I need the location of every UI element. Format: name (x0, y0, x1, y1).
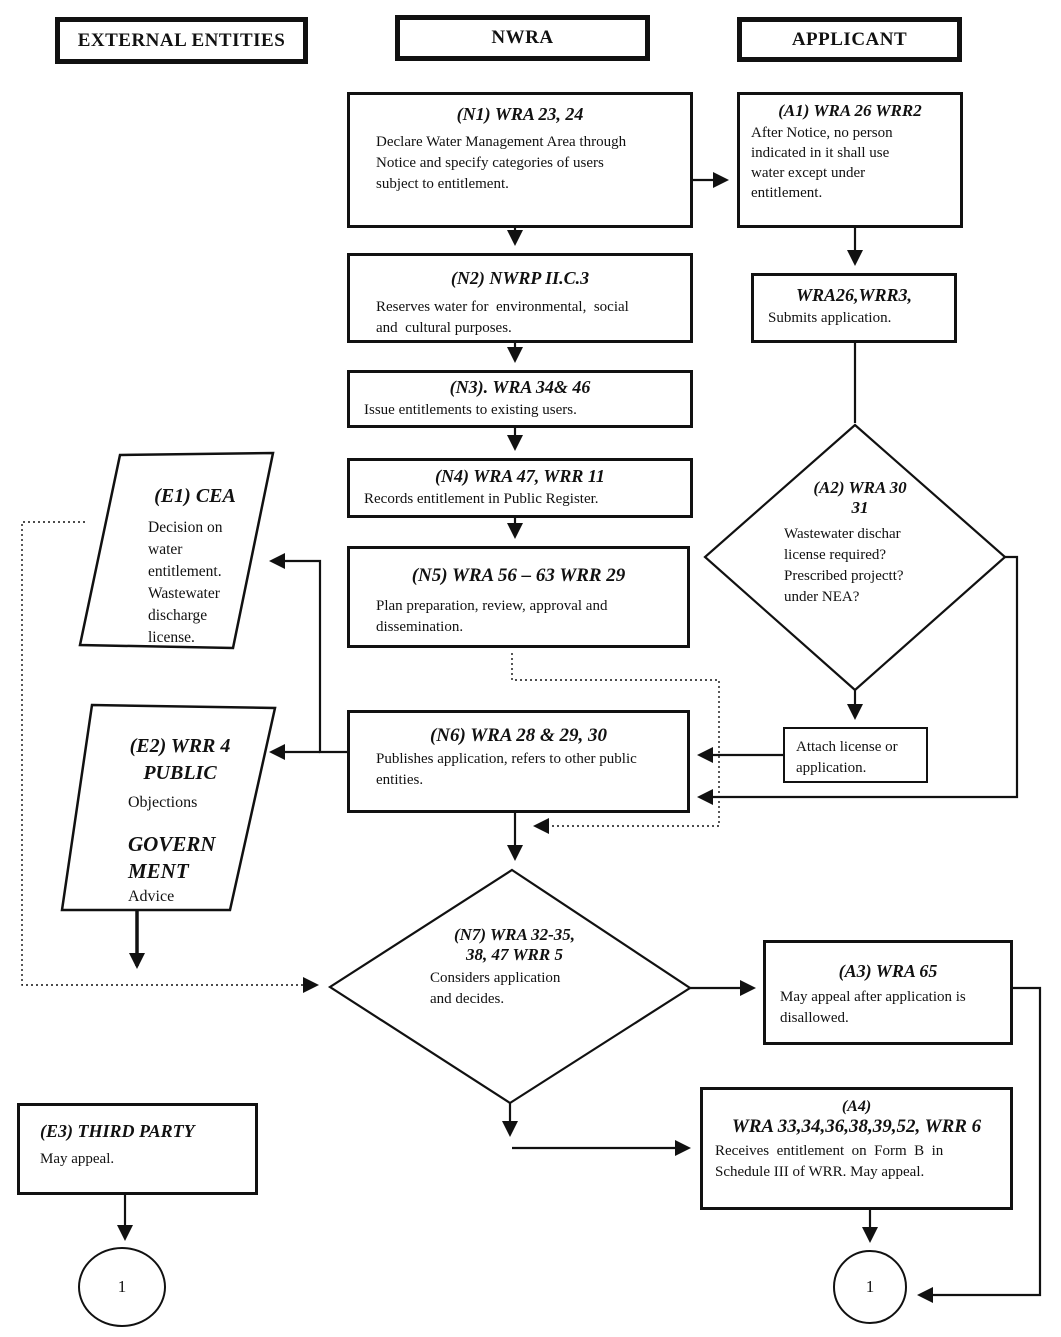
dotted-e1-to-n7 (21, 521, 319, 993)
node-a3: (A3) WRA 65 May appeal after application… (763, 940, 1013, 1045)
node-n4-body: Records entitlement in Public Register. (364, 490, 599, 507)
node-submit-application: WRA26,WRR3, Submits application. (751, 273, 957, 343)
solid-arrows (117, 172, 1042, 1303)
node-attach-body: Attach license or application. (796, 739, 898, 776)
off-page-connector-right: 1 (833, 1250, 907, 1324)
node-n2: (N2) NWRP II.C.3 Reserves water for envi… (347, 253, 693, 343)
shapes (60, 423, 1007, 1105)
node-a2-body: Wastewater dischar license required? Pre… (784, 526, 904, 606)
node-n6-body: Publishes application, refers to other p… (376, 750, 637, 788)
node-n7-body: Considers application and decides. (430, 970, 561, 1008)
node-a4: (A4) WRA 33,34,36,38,39,52, WRR 6 Receiv… (700, 1087, 1013, 1210)
node-a1-title: (A1) WRA 26 WRR2 (778, 101, 922, 120)
node-e2-public-government: (E2) WRR 4 PUBLIC Objections GOVERN MENT… (100, 733, 260, 909)
node-a1-body: After Notice, no person indicated in it … (751, 124, 893, 201)
node-n1: (N1) WRA 23, 24 Declare Water Management… (347, 92, 693, 228)
column-header-nwra: NWRA (395, 15, 650, 61)
off-page-connector-left: 1 (78, 1247, 166, 1327)
node-n7-title-line2: 38, 47 WRR 5 (466, 944, 563, 964)
node-n3-title: (N3). WRA 34& 46 (449, 377, 591, 397)
node-a3-title: (A3) WRA 65 (838, 961, 938, 981)
node-submit-title: WRA26,WRR3, (795, 285, 913, 305)
node-n7-decision: (N7) WRA 32-35, 38, 47 WRR 5 Considers a… (412, 925, 617, 1010)
node-a4-title-line1: (A4) (841, 1098, 872, 1115)
node-e3-third-party: (E3) THIRD PARTY May appeal. (17, 1103, 258, 1195)
node-e3-body: May appeal. (40, 1150, 115, 1167)
arrow-a3-to-circle (917, 986, 1042, 1303)
node-n4: (N4) WRA 47, WRR 11 Records entitlement … (347, 458, 693, 518)
node-n6: (N6) WRA 28 & 29, 30 Publishes applicati… (347, 710, 690, 813)
node-e2-title-line1: (E2) WRR 4 (129, 735, 231, 757)
dotted-arrows (21, 521, 720, 993)
column-header-external-entities: EXTERNAL ENTITIES (55, 17, 308, 64)
node-e1-cea: (E1) CEA Decision on water entitlement. … (120, 485, 270, 649)
diamond-n7 (327, 868, 693, 1105)
node-n1-body: Declare Water Management Area through No… (376, 133, 627, 192)
diamond-a2 (703, 423, 1007, 692)
node-e2-title-line4: MENT (128, 859, 189, 883)
node-e3-title: (E3) THIRD PARTY (40, 1121, 195, 1141)
node-n2-body: Reserves water for environmental, social… (376, 298, 629, 336)
node-e2-title-line3: GOVERN (128, 832, 216, 856)
node-a2-title-line2: 31 (851, 497, 869, 517)
parallelogram-e1 (78, 451, 275, 650)
parallelogram-e2 (60, 703, 277, 912)
node-n6-title: (N6) WRA 28 & 29, 30 (429, 725, 607, 746)
node-a4-body: Receives entitlement on Form B in Schedu… (715, 1143, 944, 1181)
node-n5: (N5) WRA 56 – 63 WRR 29 Plan preparation… (347, 546, 690, 648)
node-n7-title-line1: (N7) WRA 32-35, (453, 925, 576, 944)
node-n3-body: Issue entitlements to existing users. (364, 401, 577, 418)
node-n4-title: (N4) WRA 47, WRR 11 (435, 466, 605, 486)
node-n1-title: (N1) WRA 23, 24 (456, 104, 584, 124)
node-a1: (A1) WRA 26 WRR2 After Notice, no person… (737, 92, 963, 228)
node-n3: (N3). WRA 34& 46 Issue entitlements to e… (347, 370, 693, 428)
node-e1-body: Decision on water entitlement. Wastewate… (148, 519, 223, 646)
node-n5-body: Plan preparation, review, approval and d… (376, 597, 608, 635)
arrow-a2-right-to-n6 (697, 555, 1019, 805)
arrow-n6-to-e1 (269, 553, 347, 754)
node-a2-decision: (A2) WRA 30 31 Wastewater dischar licens… (770, 478, 950, 608)
node-e1-title: (E1) CEA (154, 485, 236, 507)
node-n2-title: (N2) NWRP II.C.3 (450, 268, 590, 288)
dotted-n5-loop (511, 653, 720, 834)
node-e2-objections: Objections (128, 794, 198, 811)
node-submit-body: Submits application. (768, 309, 892, 326)
column-header-applicant: APPLICANT (737, 17, 962, 62)
node-n5-title: (N5) WRA 56 – 63 WRR 29 (411, 565, 626, 586)
node-e2-title-line2: PUBLIC (143, 762, 217, 784)
node-a3-body: May appeal after application is disallow… (780, 988, 966, 1026)
node-a2-title-line1: (A2) WRA 30 (813, 478, 907, 497)
node-attach-license: Attach license or application. (783, 727, 928, 783)
node-a4-title-line2: WRA 33,34,36,38,39,52, WRR 6 (731, 1116, 982, 1138)
node-e2-advice: Advice (128, 888, 175, 905)
